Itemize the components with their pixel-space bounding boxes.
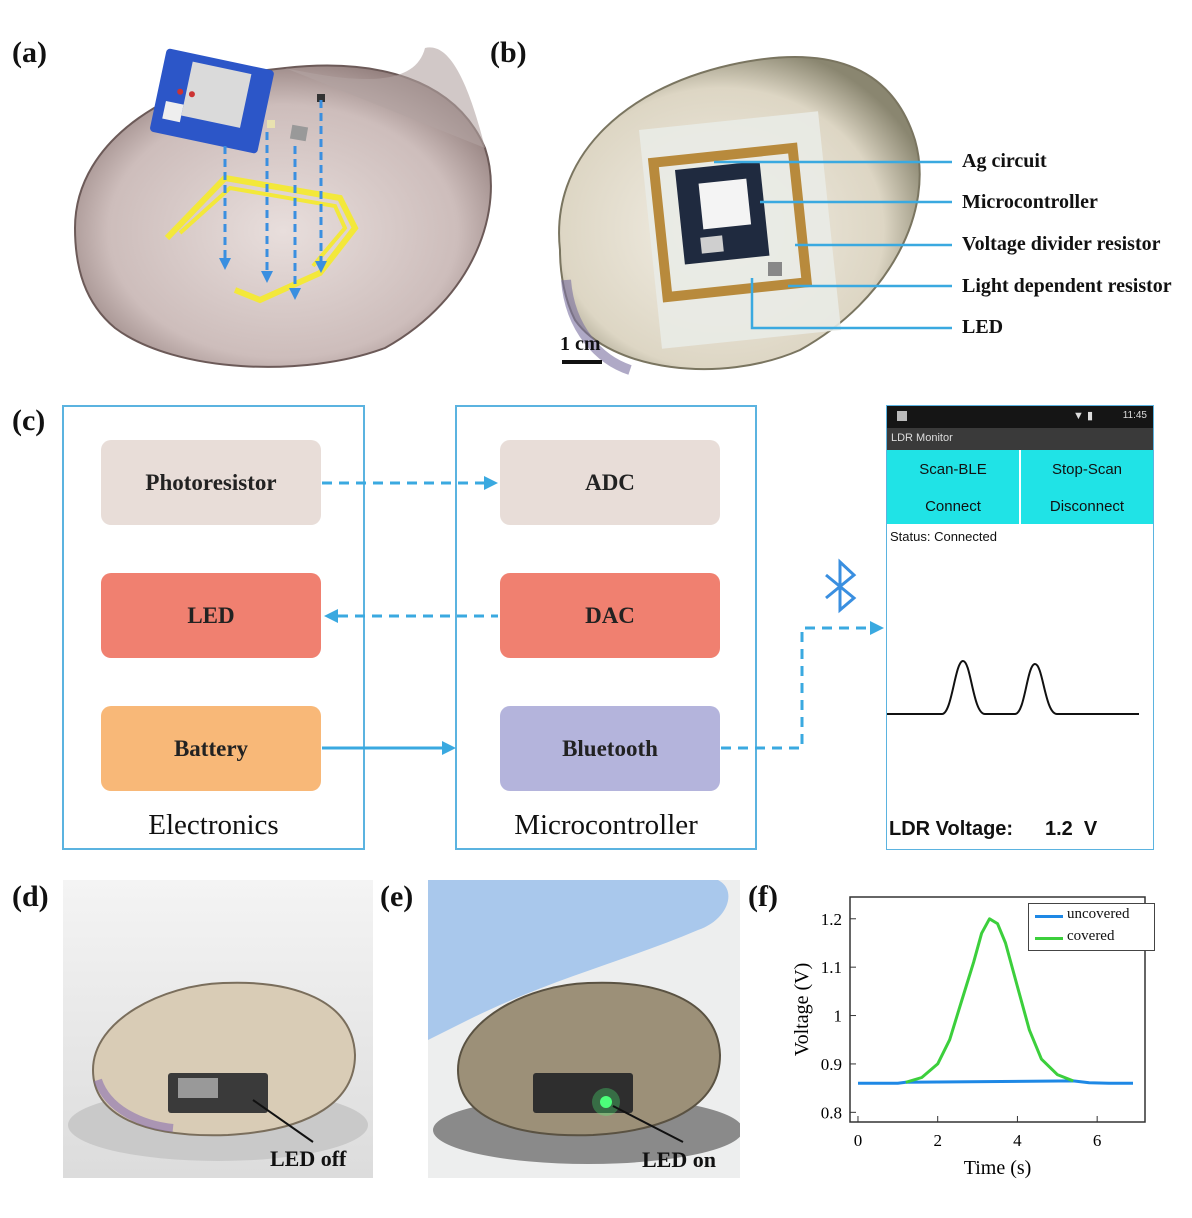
led-component bbox=[267, 120, 275, 128]
electronics-group: Electronics bbox=[62, 405, 365, 850]
microcontroller-board bbox=[675, 161, 770, 265]
phone-status-bar: 11:45 ▼ ▮ bbox=[887, 406, 1153, 428]
chart-legend: uncovered covered bbox=[1028, 903, 1155, 951]
panel-label-f: (f) bbox=[748, 880, 778, 913]
adc-box: ADC bbox=[500, 440, 720, 525]
scale-bar-label: 1 cm bbox=[560, 333, 601, 355]
phone-app-bar: LDR Monitor bbox=[887, 428, 1153, 450]
panel-b-shell-photo bbox=[558, 56, 921, 375]
phone-screen: 11:45 ▼ ▮ LDR Monitor Scan-BLE Stop-Scan… bbox=[886, 405, 1154, 850]
callout-voltage-divider-resistor: Voltage divider resistor bbox=[962, 233, 1161, 255]
ldr-voltage-value: 1.2 V bbox=[1045, 818, 1098, 840]
ldr-component bbox=[289, 124, 309, 142]
scan-ble-button[interactable]: Scan-BLE bbox=[887, 450, 1019, 488]
callout-ag-circuit: Ag circuit bbox=[962, 150, 1047, 172]
legend-label-uncovered: uncovered bbox=[1067, 906, 1130, 922]
status-icons: ▼ ▮ bbox=[1073, 410, 1093, 422]
panel-label-d: (d) bbox=[12, 880, 49, 913]
plot-frame bbox=[849, 896, 1146, 1123]
led-box: LED bbox=[101, 573, 321, 658]
ldr-voltage-label: LDR Voltage: bbox=[889, 818, 1014, 840]
resistor-component bbox=[317, 94, 325, 102]
panel-a-shell-illustration bbox=[73, 47, 492, 368]
photoresistor-box: Photoresistor bbox=[101, 440, 321, 525]
series-line-covered bbox=[905, 917, 1074, 1084]
dac-box: DAC bbox=[500, 573, 720, 658]
phone-signal-trace bbox=[887, 659, 1139, 715]
panel-label-e: (e) bbox=[380, 880, 414, 913]
panel-label-a: (a) bbox=[12, 36, 47, 69]
panel-label-c: (c) bbox=[12, 404, 46, 437]
connect-button[interactable]: Connect bbox=[887, 488, 1019, 524]
y-tick-label: 0.9 bbox=[821, 1055, 842, 1074]
panel-e-photo bbox=[428, 880, 740, 1178]
stop-scan-button[interactable]: Stop-Scan bbox=[1021, 450, 1153, 488]
y-tick-label: 1.1 bbox=[821, 958, 842, 977]
x-tick-label: 0 bbox=[854, 1131, 863, 1150]
series-line-uncovered bbox=[858, 1079, 1133, 1085]
x-tick-label: 6 bbox=[1093, 1131, 1102, 1150]
status-time: 11:45 bbox=[1122, 410, 1147, 421]
legend-swatch-uncovered bbox=[1035, 915, 1063, 918]
legend-swatch-covered bbox=[1035, 937, 1063, 940]
bluetooth-box: Bluetooth bbox=[500, 706, 720, 791]
panel-label-b: (b) bbox=[490, 36, 527, 69]
electronics-title: Electronics bbox=[148, 809, 279, 841]
y-axis-label: Voltage (V) bbox=[791, 963, 813, 1057]
ldr-component bbox=[768, 262, 782, 276]
y-tick-label: 1.2 bbox=[821, 910, 842, 929]
x-axis-label: Time (s) bbox=[964, 1157, 1032, 1179]
led-off-label: LED off bbox=[270, 1146, 347, 1171]
app-title: LDR Monitor bbox=[891, 432, 953, 444]
x-tick-label: 2 bbox=[933, 1131, 942, 1150]
battery-box: Battery bbox=[101, 706, 321, 791]
panel-d-photo bbox=[63, 880, 373, 1178]
notification-icon bbox=[897, 411, 907, 421]
legend-label-covered: covered bbox=[1067, 928, 1115, 944]
y-tick-label: 1 bbox=[834, 1007, 843, 1026]
panel-b-callout-lines bbox=[714, 160, 952, 330]
microcontroller-board bbox=[150, 48, 274, 154]
callout-microcontroller: Microcontroller bbox=[962, 191, 1098, 213]
connection-status: Status: Connected bbox=[890, 529, 997, 544]
glove-hand bbox=[428, 880, 729, 1040]
bluetooth-icon bbox=[825, 558, 857, 614]
callout-light-dependent-resistor: Light dependent resistor bbox=[962, 275, 1172, 297]
microcontroller-title: Microcontroller bbox=[514, 809, 698, 841]
disconnect-button[interactable]: Disconnect bbox=[1021, 488, 1153, 524]
led-on-label: LED on bbox=[642, 1147, 716, 1172]
led-glow bbox=[600, 1096, 612, 1108]
x-tick-label: 4 bbox=[1013, 1131, 1022, 1150]
callout-led: LED bbox=[962, 316, 1004, 338]
y-tick-label: 0.8 bbox=[821, 1103, 842, 1122]
